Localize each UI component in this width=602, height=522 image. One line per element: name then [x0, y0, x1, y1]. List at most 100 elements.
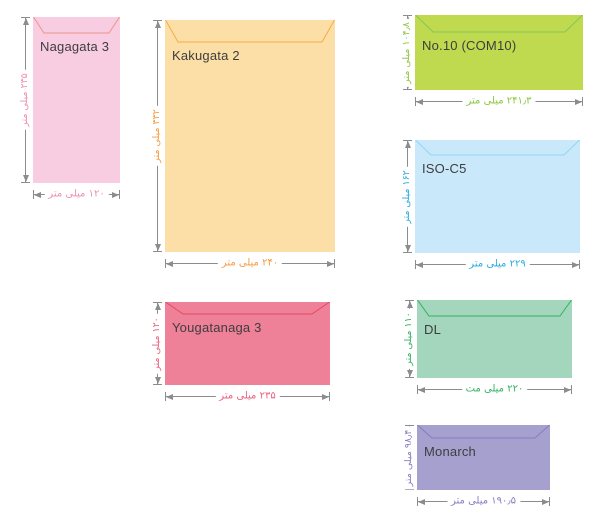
- dimension-end-tick: [153, 384, 162, 385]
- height-dimension: ۱۰۴٫۸ میلی متر: [399, 15, 415, 90]
- dimension-end-tick: [165, 392, 166, 401]
- envelope-name: Yougatanaga 3: [172, 320, 262, 335]
- width-label: ۲۲۹ میلی متر: [465, 258, 530, 270]
- envelope-shape: Nagagata 3: [33, 17, 120, 183]
- dimension-end-tick: [119, 190, 120, 199]
- arrow-left-icon: [34, 191, 41, 198]
- dimension-end-tick: [33, 190, 34, 199]
- arrow-down-icon: [154, 244, 161, 251]
- dimension-end-tick: [582, 97, 583, 106]
- dimension-end-tick: [405, 489, 414, 490]
- width-dimension: ۲۴۱٫۳ میلی متر: [415, 95, 583, 108]
- height-dimension: ۲۳۵ میلی متر: [17, 17, 33, 183]
- dimension-end-tick: [329, 392, 330, 401]
- height-dimension: ۱۶۲ میلی متر: [399, 140, 415, 253]
- arrow-left-icon: [418, 498, 425, 505]
- dimension-end-tick: [405, 425, 414, 426]
- envelope-shape: Monarch: [417, 425, 550, 490]
- width-label: ۲۳۵ میلی متر: [215, 390, 280, 402]
- envelope-flap-icon: [417, 425, 550, 439]
- arrow-right-icon: [327, 260, 334, 267]
- width-dimension: ۱۲۰ میلی متر: [33, 188, 120, 201]
- arrow-left-icon: [166, 260, 173, 267]
- arrow-down-icon: [22, 175, 29, 182]
- envelope-shape: ISO-C5: [415, 140, 580, 253]
- envelope-flap-icon: [415, 15, 583, 33]
- arrow-left-icon: [416, 261, 423, 268]
- arrow-right-icon: [572, 261, 579, 268]
- envelope-name: DL: [424, 322, 442, 337]
- dimension-end-tick: [334, 259, 335, 268]
- dimension-end-tick: [403, 140, 412, 141]
- height-label: ۹۸٫۴ میلی متر: [403, 426, 415, 489]
- arrow-left-icon: [416, 98, 423, 105]
- dimension-end-tick: [21, 182, 30, 183]
- arrow-right-icon: [575, 98, 582, 105]
- height-label: ۱۱۰ میلی متر: [403, 309, 415, 369]
- arrow-left-icon: [166, 393, 173, 400]
- arrow-right-icon: [112, 191, 119, 198]
- dimension-end-tick: [403, 252, 412, 253]
- width-label: ۱۲۰ میلی متر: [44, 188, 109, 200]
- envelope-flap-icon: [33, 17, 120, 34]
- dimension-end-tick: [403, 89, 412, 90]
- width-label: ۱۹۰٫۵ میلی متر: [446, 495, 521, 507]
- arrow-right-icon: [564, 386, 571, 393]
- dimension-end-tick: [579, 260, 580, 269]
- envelope-name: ISO-C5: [422, 161, 467, 176]
- arrow-down-icon: [404, 245, 411, 252]
- width-dimension: ۲۴۰ میلی متر: [165, 257, 335, 270]
- height-label: ۱۰۴٫۸ میلی متر: [401, 18, 413, 87]
- dimension-end-tick: [415, 97, 416, 106]
- dimension-end-tick: [571, 385, 572, 394]
- arrow-right-icon: [322, 393, 329, 400]
- height-dimension: ۱۱۰ میلی متر: [401, 300, 417, 378]
- arrow-up-icon: [22, 18, 29, 25]
- dimension-end-tick: [21, 17, 30, 18]
- width-label: ۲۴۱٫۳ میلی متر: [462, 95, 536, 107]
- height-dimension: ۱۲۰ میلی متر: [149, 302, 165, 385]
- width-dimension: ۱۹۰٫۵ میلی متر: [417, 495, 550, 508]
- dimension-end-tick: [415, 260, 416, 269]
- height-dimension: ۹۸٫۴ میلی متر: [401, 425, 417, 490]
- width-label: ۲۲۰ میلی مت: [461, 383, 528, 395]
- envelope-name: No.10 (COM10): [422, 38, 517, 53]
- width-dimension: ۲۲۰ میلی مت: [417, 383, 572, 396]
- width-dimension: ۲۳۵ میلی متر: [165, 390, 330, 403]
- height-label: ۳۳۲ میلی متر: [151, 106, 163, 166]
- height-dimension: ۳۳۲ میلی متر: [149, 20, 165, 252]
- width-dimension: ۲۲۹ میلی متر: [415, 258, 580, 271]
- envelope-flap-icon: [417, 300, 572, 317]
- envelope-name: Nagagata 3: [40, 39, 110, 54]
- envelope-flap-icon: [165, 302, 330, 315]
- arrow-down-icon: [406, 370, 413, 377]
- dimension-end-tick: [153, 251, 162, 252]
- arrow-up-icon: [404, 141, 411, 148]
- envelope-name: Monarch: [424, 444, 476, 459]
- height-label: ۱۲۰ میلی متر: [151, 313, 163, 374]
- height-label: ۲۳۵ میلی متر: [19, 70, 31, 130]
- dimension-end-tick: [165, 259, 166, 268]
- envelope-shape: No.10 (COM10): [415, 15, 583, 90]
- dimension-end-tick: [417, 385, 418, 394]
- dimension-end-tick: [417, 497, 418, 506]
- envelope-name: Kakugata 2: [172, 48, 240, 63]
- arrow-up-icon: [154, 21, 161, 28]
- dimension-end-tick: [405, 377, 414, 378]
- envelope-flap-icon: [415, 140, 580, 156]
- envelope-shape: DL: [417, 300, 572, 378]
- dimension-end-tick: [405, 300, 414, 301]
- envelope-flap-icon: [165, 20, 335, 43]
- arrow-right-icon: [542, 498, 549, 505]
- height-label: ۱۶۲ میلی متر: [401, 166, 413, 227]
- envelope-shape: Kakugata 2: [165, 20, 335, 252]
- arrow-up-icon: [406, 301, 413, 308]
- dimension-end-tick: [153, 20, 162, 21]
- dimension-end-tick: [403, 15, 412, 16]
- arrow-down-icon: [154, 377, 161, 384]
- envelope-shape: Yougatanaga 3: [165, 302, 330, 385]
- arrow-left-icon: [418, 386, 425, 393]
- dimension-end-tick: [153, 302, 162, 303]
- arrow-up-icon: [154, 303, 161, 310]
